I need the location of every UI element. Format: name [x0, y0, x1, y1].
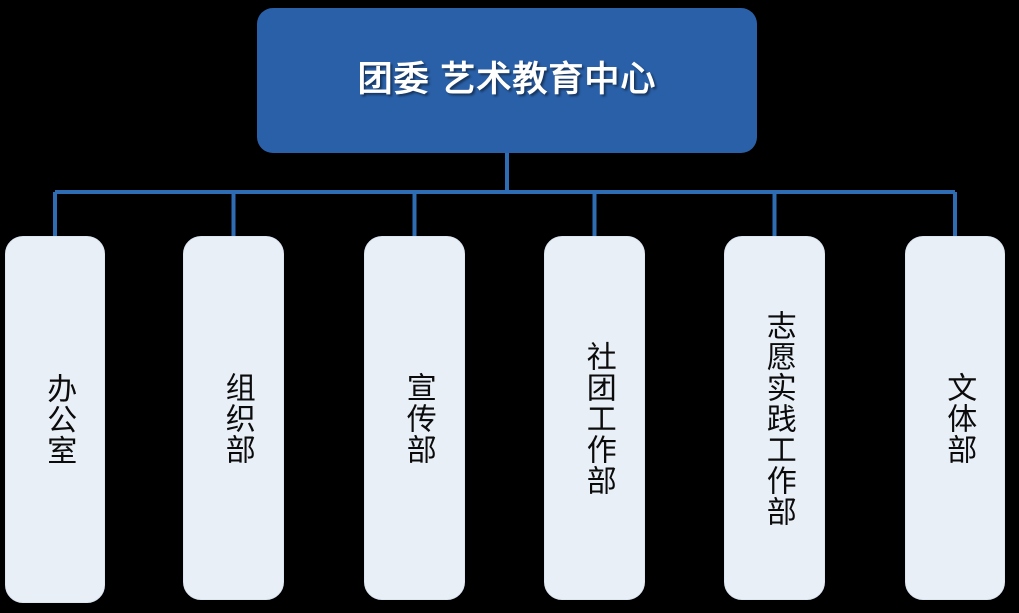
child-node-5[interactable]: 志愿实践工作部: [724, 236, 825, 600]
child-node-4[interactable]: 社团工作部: [544, 236, 645, 600]
child-node-label: 组织部: [220, 371, 254, 465]
child-node-label: 社团工作部: [581, 340, 615, 496]
child-node-label: 志愿实践工作部: [761, 309, 795, 527]
child-node-1[interactable]: 办公室: [5, 236, 105, 603]
child-node-3[interactable]: 宣传部: [364, 236, 465, 600]
child-node-label: 宣传部: [401, 371, 435, 465]
root-node-label: 团委 艺术教育中心: [357, 60, 657, 100]
child-node-label: 办公室: [42, 373, 76, 466]
root-node[interactable]: 团委 艺术教育中心: [257, 8, 757, 153]
child-node-2[interactable]: 组织部: [183, 236, 284, 600]
child-node-6[interactable]: 文体部: [905, 236, 1005, 600]
child-node-label: 文体部: [942, 371, 976, 465]
